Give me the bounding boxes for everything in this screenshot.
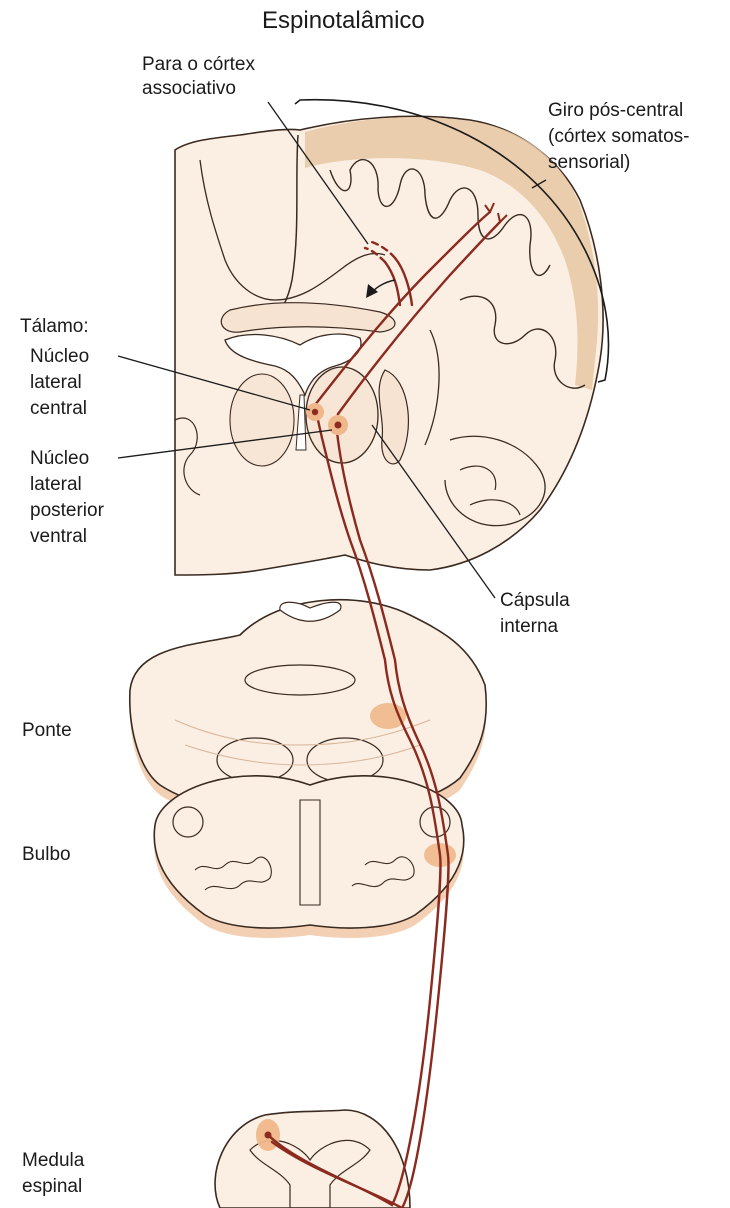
label-talamo: Tálamo: [20,314,89,340]
pons-outline [130,600,486,815]
nucleus-vpl-dot [335,422,342,429]
label-ponte: Ponte [22,718,72,744]
label-nucleo-lc-3: central [30,396,87,422]
label-bulbo: Bulbo [22,842,71,868]
medulla-section [154,776,464,938]
label-giro-3: sensorial) [548,150,630,176]
label-nucleo-lpv-2: lateral [30,472,82,498]
spinal-cord-outline [215,1110,410,1208]
label-cortex-assoc-2: associativo [142,76,236,102]
thalamus-outline-left [230,374,294,466]
dorsal-horn-dot [265,1132,272,1139]
label-giro-2: (córtex somatos- [548,124,689,150]
label-capsula-1: Cápsula [500,588,570,614]
label-cortex-assoc-1: Para o córtex [142,52,255,78]
nucleus-lateral-central-dot [312,409,318,415]
label-nucleo-lc-1: Núcleo [30,344,89,370]
label-nucleo-lpv-4: ventral [30,524,87,550]
diagram-title: Espinotalâmico [262,6,425,36]
label-medula-1: Medula [22,1148,84,1174]
label-medula-2: espinal [22,1174,82,1200]
spinal-cord-section [215,1110,410,1208]
label-nucleo-lpv-1: Núcleo [30,446,89,472]
label-nucleo-lpv-3: posterior [30,498,104,524]
label-giro-1: Giro pós-central [548,98,683,124]
pons-tract-spot [370,703,406,729]
label-capsula-2: interna [500,614,558,640]
label-nucleo-lc-2: lateral [30,370,82,396]
